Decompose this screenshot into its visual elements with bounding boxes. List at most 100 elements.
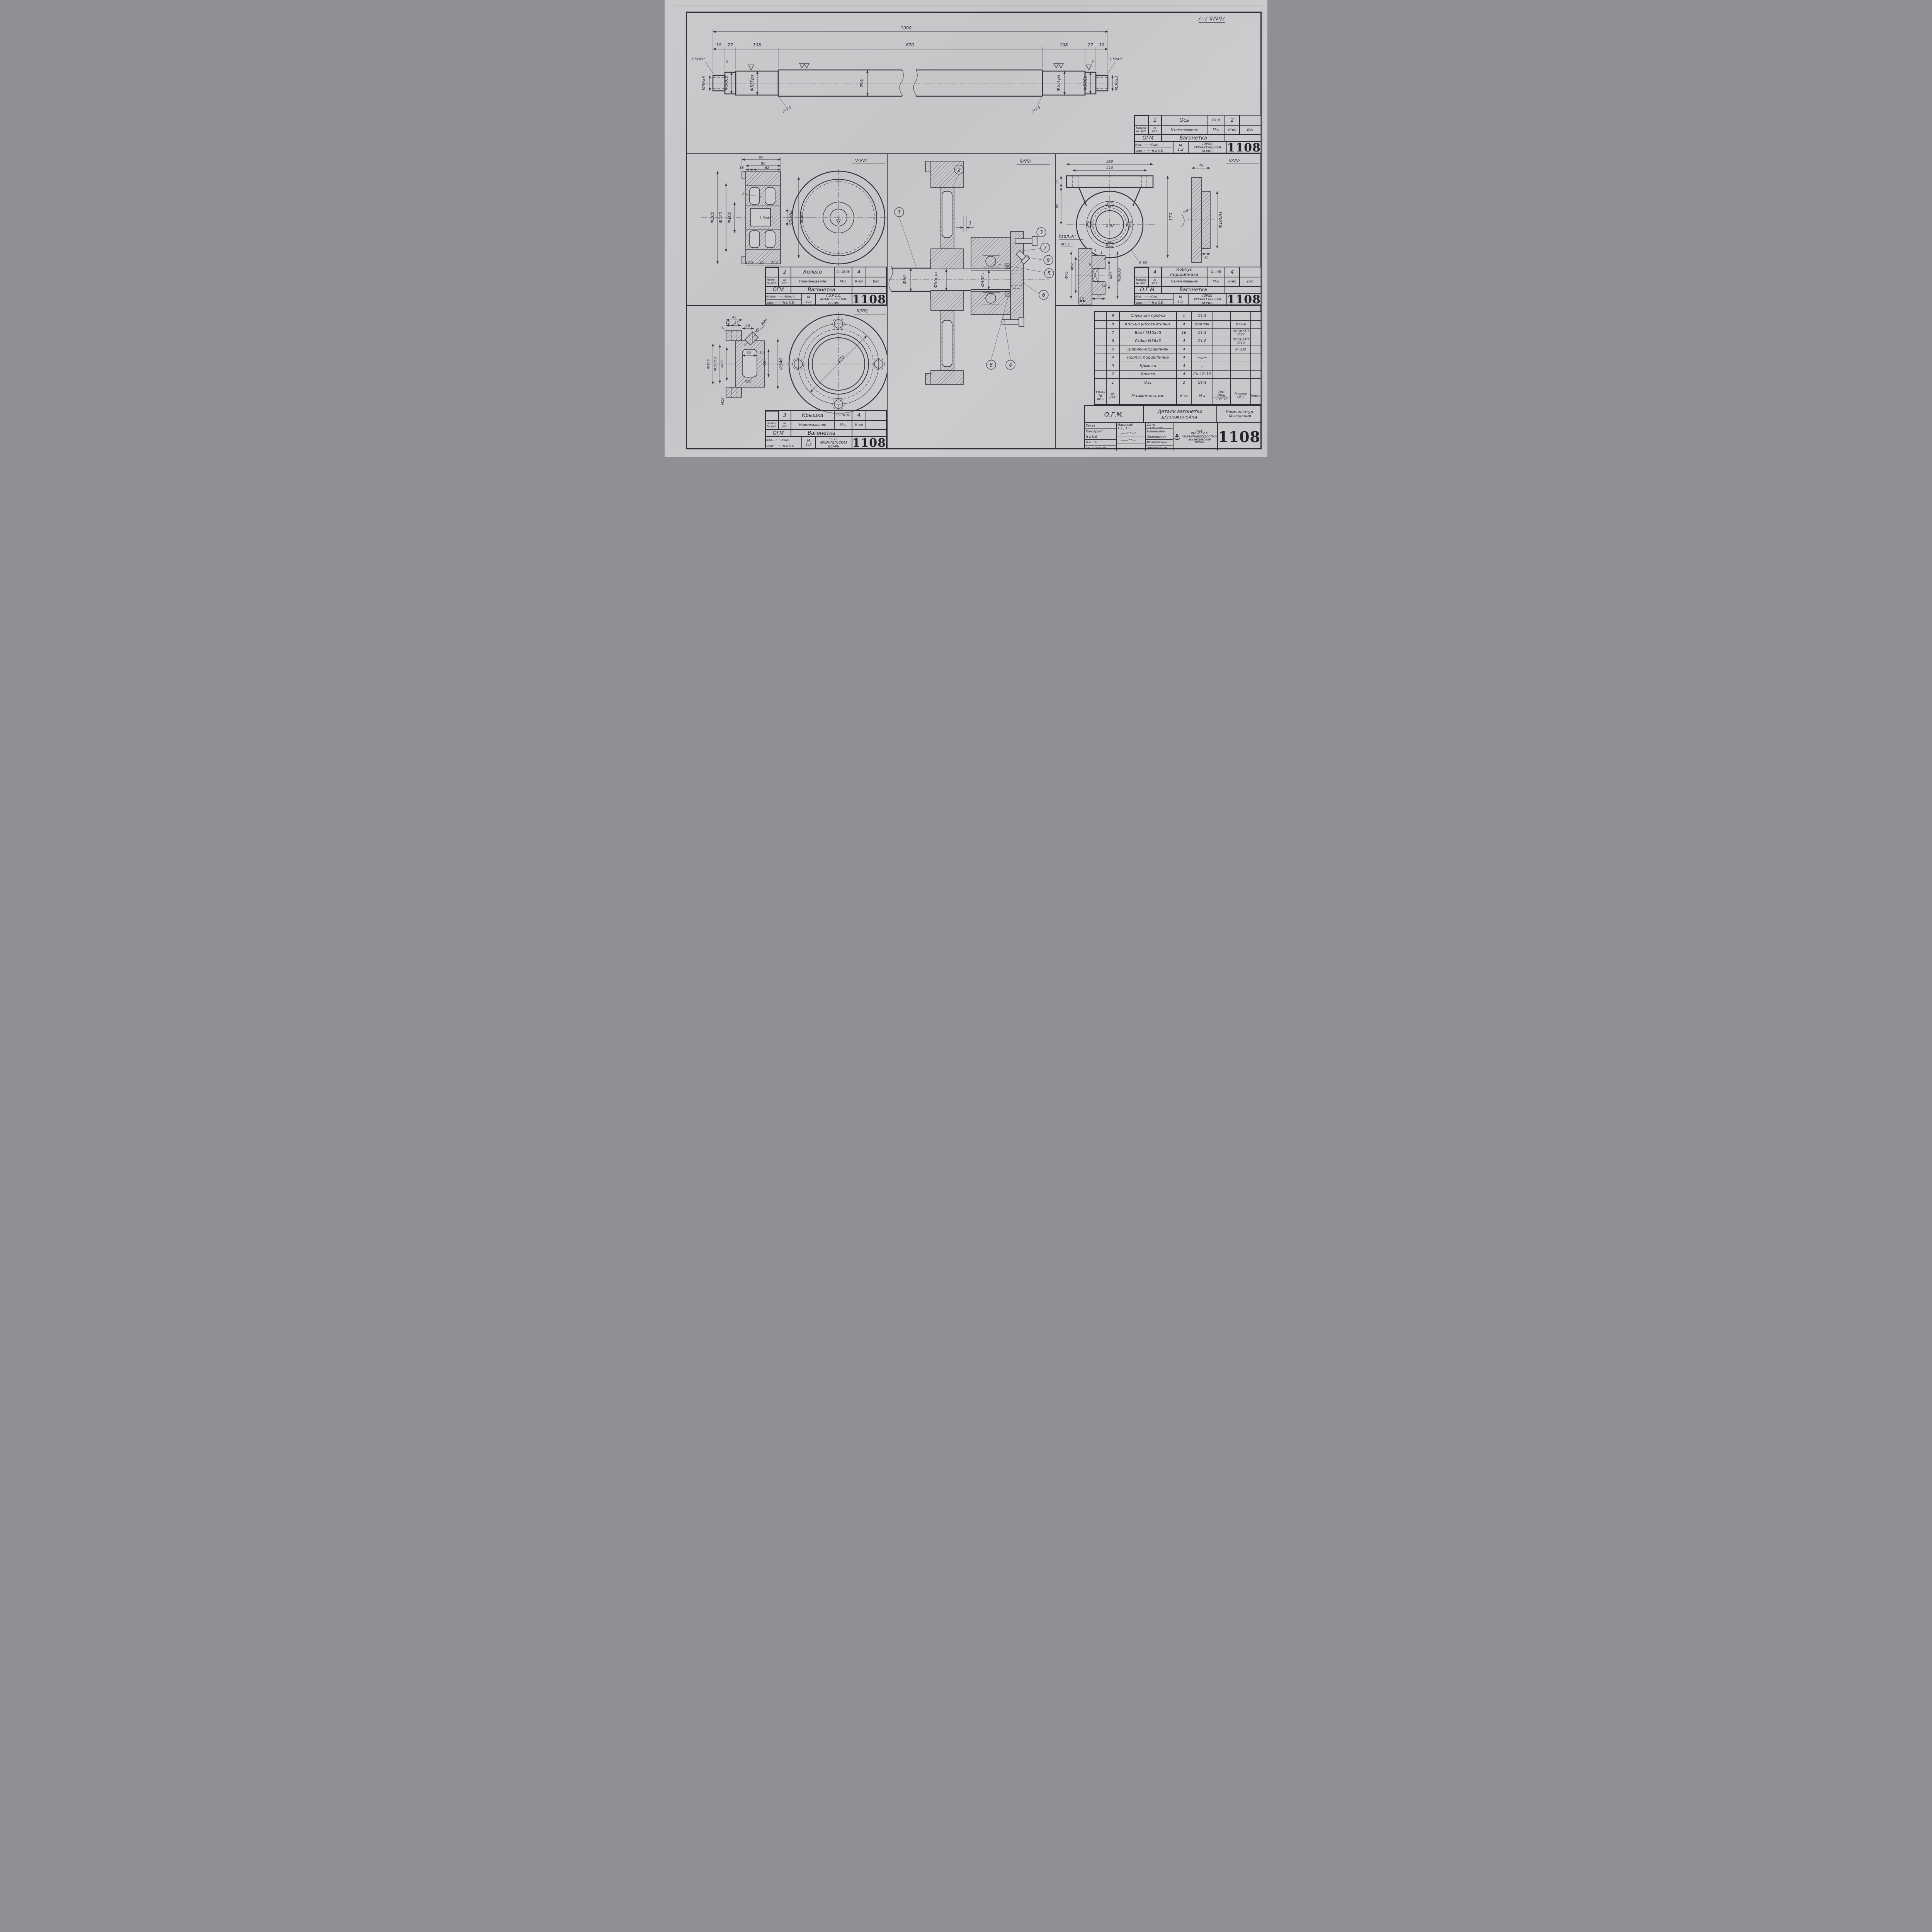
svg-text:R 85: R 85 <box>1139 261 1147 265</box>
drawing-title: Детали вагонетки д/узкоколейки. <box>1143 406 1216 422</box>
svg-text:10: 10 <box>759 351 764 355</box>
svg-text:Ф50Сз: Ф50Сз <box>980 272 985 287</box>
finish-triangle-icon <box>748 65 755 71</box>
title-block-housing: 4 Корпус подшипника Сч-48 4 Номен. № дет… <box>1134 267 1262 306</box>
svg-text:1,5х45°: 1,5х45° <box>1109 58 1123 61</box>
finish-double-triangle-icon <box>1053 63 1064 69</box>
dim-label: 1000 <box>901 26 912 31</box>
svg-text:170: 170 <box>837 355 846 364</box>
svg-text:Ф105: Ф105 <box>707 359 711 369</box>
svg-text:6: 6 <box>1089 263 1091 267</box>
svg-text:Ф100Сз: Ф100Сз <box>714 357 718 371</box>
finish-double-triangle-icon <box>799 63 810 69</box>
svg-text:25: 25 <box>1056 179 1060 184</box>
svg-text:27: 27 <box>728 43 733 48</box>
bolt-holes <box>792 318 885 410</box>
svg-text:260: 260 <box>1106 160 1113 164</box>
svg-text:1,5х45°: 1,5х45° <box>759 216 773 220</box>
svg-text:М36х3: М36х3 <box>701 76 706 90</box>
svg-text:Ф20: Ф20 <box>760 318 769 326</box>
svg-text:88: 88 <box>759 156 764 160</box>
svg-text:5: 5 <box>726 60 728 64</box>
svg-text:1,5х45°: 1,5х45° <box>691 58 705 61</box>
svg-text:1: 1 <box>898 210 901 216</box>
svg-text:42: 42 <box>732 316 736 320</box>
svg-text:М1:2: М1:2 <box>1061 243 1070 247</box>
svg-text:М8: М8 <box>754 327 761 334</box>
part-name: Ось <box>1161 116 1207 125</box>
svg-text:Ф50Сз: Ф50Сз <box>1083 76 1088 90</box>
department: О.Г.М. <box>1104 410 1124 418</box>
svg-text:14°: 14° <box>1101 284 1107 288</box>
wheel-drawing: ∇/∇∇/ 1,5х45° 88 80 18 62 8 Ф300 Ф220 <box>701 156 887 266</box>
svg-text:1: 1 <box>1100 251 1103 255</box>
svg-text:r=1,5: r=1,5 <box>1031 105 1041 114</box>
svg-text:4: 4 <box>1094 249 1097 253</box>
svg-text:Ф65: Ф65 <box>1109 271 1113 279</box>
svg-text:8: 8 <box>742 192 745 196</box>
svg-text:Ф55Грз: Ф55Грз <box>933 272 938 288</box>
finish-mark: ∇/∇∇/ <box>856 308 869 313</box>
svg-text:27: 27 <box>1088 43 1093 48</box>
svg-text:5: 5 <box>1092 60 1094 64</box>
divider-left-column <box>686 305 887 306</box>
svg-text:30: 30 <box>1096 294 1101 298</box>
svg-text:32: 32 <box>747 351 751 355</box>
svg-text:Ф140: Ф140 <box>779 358 784 370</box>
svg-text:Ф85: Ф85 <box>721 360 724 367</box>
axle-drawing: 1000 30 27 108 670 108 27 30 1,5х45° 1,5… <box>691 26 1123 114</box>
svg-text:8: 8 <box>990 362 993 368</box>
assembly-drawing: ∇/∇∇/ <box>888 159 1054 385</box>
svg-text:r=1,5: r=1,5 <box>782 105 793 114</box>
bearing-housing-drawing: ∇/∇∇/ 140 R 85 260 210 25 85 <box>1056 158 1259 304</box>
svg-text:7: 7 <box>1044 245 1047 251</box>
divider-vertical-right <box>1055 153 1056 449</box>
inner-border <box>686 12 1262 449</box>
blueprint-sheet: /~/ ∇/∇∇/ 1000 <box>665 0 1267 457</box>
svg-text:Ф300: Ф300 <box>710 212 715 223</box>
svg-text:140: 140 <box>1106 223 1114 228</box>
axle-body <box>777 69 1043 97</box>
divider-vertical-left <box>887 153 888 449</box>
svg-text:Ф220: Ф220 <box>718 212 723 223</box>
scale: 1:2 <box>1177 148 1184 152</box>
svg-text:670: 670 <box>906 43 914 48</box>
svg-text:52: 52 <box>763 361 767 366</box>
svg-text:Ф60: Ф60 <box>859 78 864 87</box>
finish-mark: ∇/∇∇/ <box>855 158 867 163</box>
svg-text:Ф50Сз: Ф50Сз <box>724 76 729 90</box>
product: Вагонетка <box>1161 134 1225 141</box>
svg-text:30: 30 <box>716 43 721 48</box>
svg-text:М36х3: М36х3 <box>1114 76 1119 90</box>
svg-text:15: 15 <box>1080 297 1084 301</box>
svg-text:26: 26 <box>745 324 750 328</box>
svg-text:3: 3 <box>969 221 971 226</box>
svg-text:85: 85 <box>1056 204 1060 208</box>
part-number: 1 <box>1148 116 1161 125</box>
svg-text:Ф100А3: Ф100А3 <box>1118 268 1122 282</box>
svg-text:Ф60: Ф60 <box>902 275 907 284</box>
nomenclature: Номенклатур. № изделия <box>1216 406 1263 422</box>
cover-drawing: ∇/∇∇/ Ф20 М8 42 12 27 3 26 32 10 <box>705 308 887 417</box>
svg-text:45: 45 <box>1199 164 1203 168</box>
svg-text:30: 30 <box>1204 256 1209 260</box>
svg-text:3: 3 <box>721 327 723 330</box>
svg-text:170: 170 <box>1168 213 1173 221</box>
svg-text:108: 108 <box>753 43 761 48</box>
quantity: 2 <box>1225 116 1239 125</box>
svg-text:Ф75: Ф75 <box>1065 271 1069 279</box>
parts-header: Номен. № дет. № дет. Наименование К-во М… <box>1095 386 1262 405</box>
title-block-axle: 1 Ось Ст.4 2 Номен. № дет. № дет. Наимен… <box>1134 115 1262 155</box>
svg-text:R20: R20 <box>745 380 752 384</box>
general-surface-finish-mark: /~/ ∇/∇∇/ <box>1199 16 1225 23</box>
svg-text:М10: М10 <box>721 398 725 405</box>
svg-text:80: 80 <box>761 162 765 166</box>
